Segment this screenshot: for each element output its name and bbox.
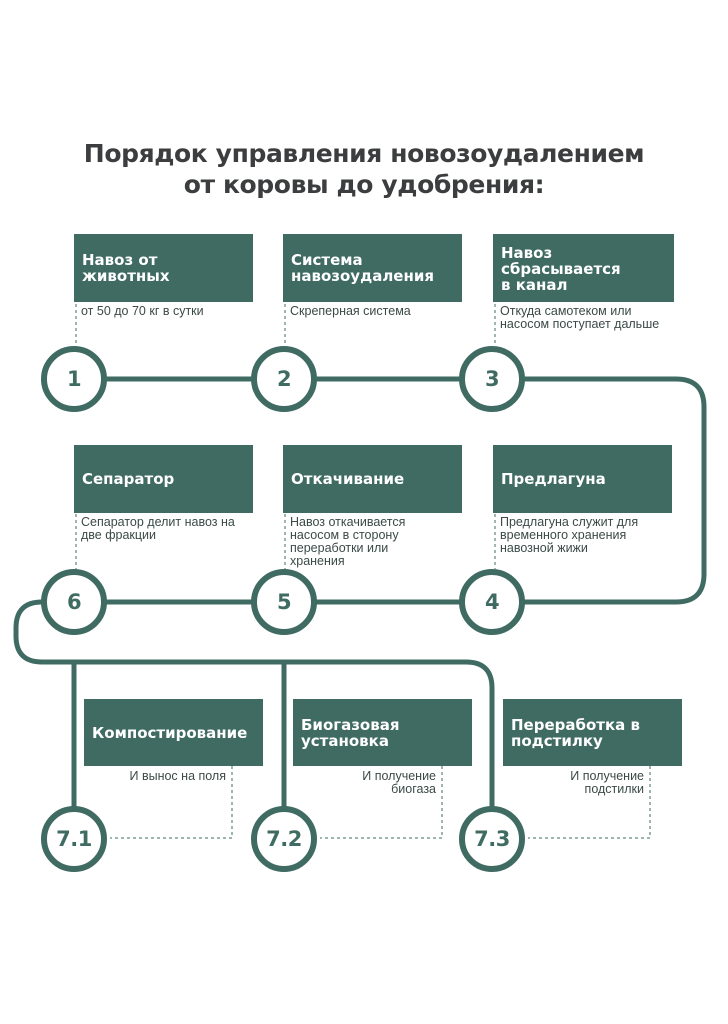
step-7-2-desc: И получение биогаза — [362, 769, 436, 796]
step-2-title-box: Система навозоудаления — [283, 234, 462, 302]
title-line-2: от коровы до удобрения: — [183, 170, 545, 199]
step-6-node: 6 — [41, 569, 107, 635]
dash-7-3 — [528, 766, 651, 839]
step-1-desc: от 50 до 70 кг в сутки — [81, 304, 204, 318]
dash-7-1 — [110, 766, 233, 839]
connector-6-branch-bus — [13, 599, 495, 833]
step-5-title-box: Откачивание — [283, 445, 462, 513]
step-7-2-node: 7.2 — [251, 806, 317, 872]
step-6-title: Сепаратор — [82, 470, 175, 488]
dash-7-2 — [320, 766, 443, 839]
step-2-desc: Скреперная система — [290, 304, 411, 318]
page-title: Порядок управления новозоудалением от ко… — [0, 138, 728, 200]
step-3-title-box: Навоз сбрасывается в канал — [493, 234, 674, 302]
step-1-title-box: Навоз от животных — [74, 234, 253, 302]
step-1-title: Навоз от животных — [82, 251, 170, 285]
step-7-3-node: 7.3 — [459, 806, 525, 872]
connector-3-4 — [489, 376, 707, 605]
step-5-desc: Навоз откачивается насосом в сторону пер… — [290, 515, 406, 568]
step-3-node: 3 — [459, 346, 525, 412]
step-4-desc: Предлагуна служит для временного хранени… — [500, 515, 639, 555]
step-7-2-title-box: Биогазовая установка — [293, 699, 472, 766]
step-2-title: Система навозоудаления — [291, 251, 434, 285]
step-4-title: Предлагуна — [501, 470, 606, 488]
step-7-1-desc: И вынос на поля — [129, 769, 227, 783]
step-5-title: Откачивание — [291, 470, 405, 488]
step-4-title-box: Предлагуна — [493, 445, 672, 513]
step-7-3-title: Переработка в подстилку — [511, 715, 640, 750]
step-7-3-desc: И получение подстилки — [570, 769, 644, 796]
step-3-desc: Откуда самотеком или насосом поступает д… — [500, 304, 660, 331]
step-6-title-box: Сепаратор — [74, 445, 253, 513]
step-7-1-node: 7.1 — [41, 806, 107, 872]
title-line-1: Порядок управления новозоудалением — [83, 139, 645, 168]
step-7-1-title-box: Компостирование — [84, 699, 263, 766]
step-5-node: 5 — [251, 569, 317, 635]
step-2-node: 2 — [251, 346, 317, 412]
step-1-node: 1 — [41, 346, 107, 412]
step-7-3-title-box: Переработка в подстилку — [503, 699, 682, 766]
step-7-2-title: Биогазовая установка — [301, 715, 400, 750]
step-7-1-title: Компостирование — [92, 723, 248, 742]
step-4-node: 4 — [459, 569, 525, 635]
step-3-title: Навоз сбрасывается в канал — [501, 244, 621, 294]
step-6-desc: Сепаратор делит навоз на две фракции — [81, 515, 235, 542]
